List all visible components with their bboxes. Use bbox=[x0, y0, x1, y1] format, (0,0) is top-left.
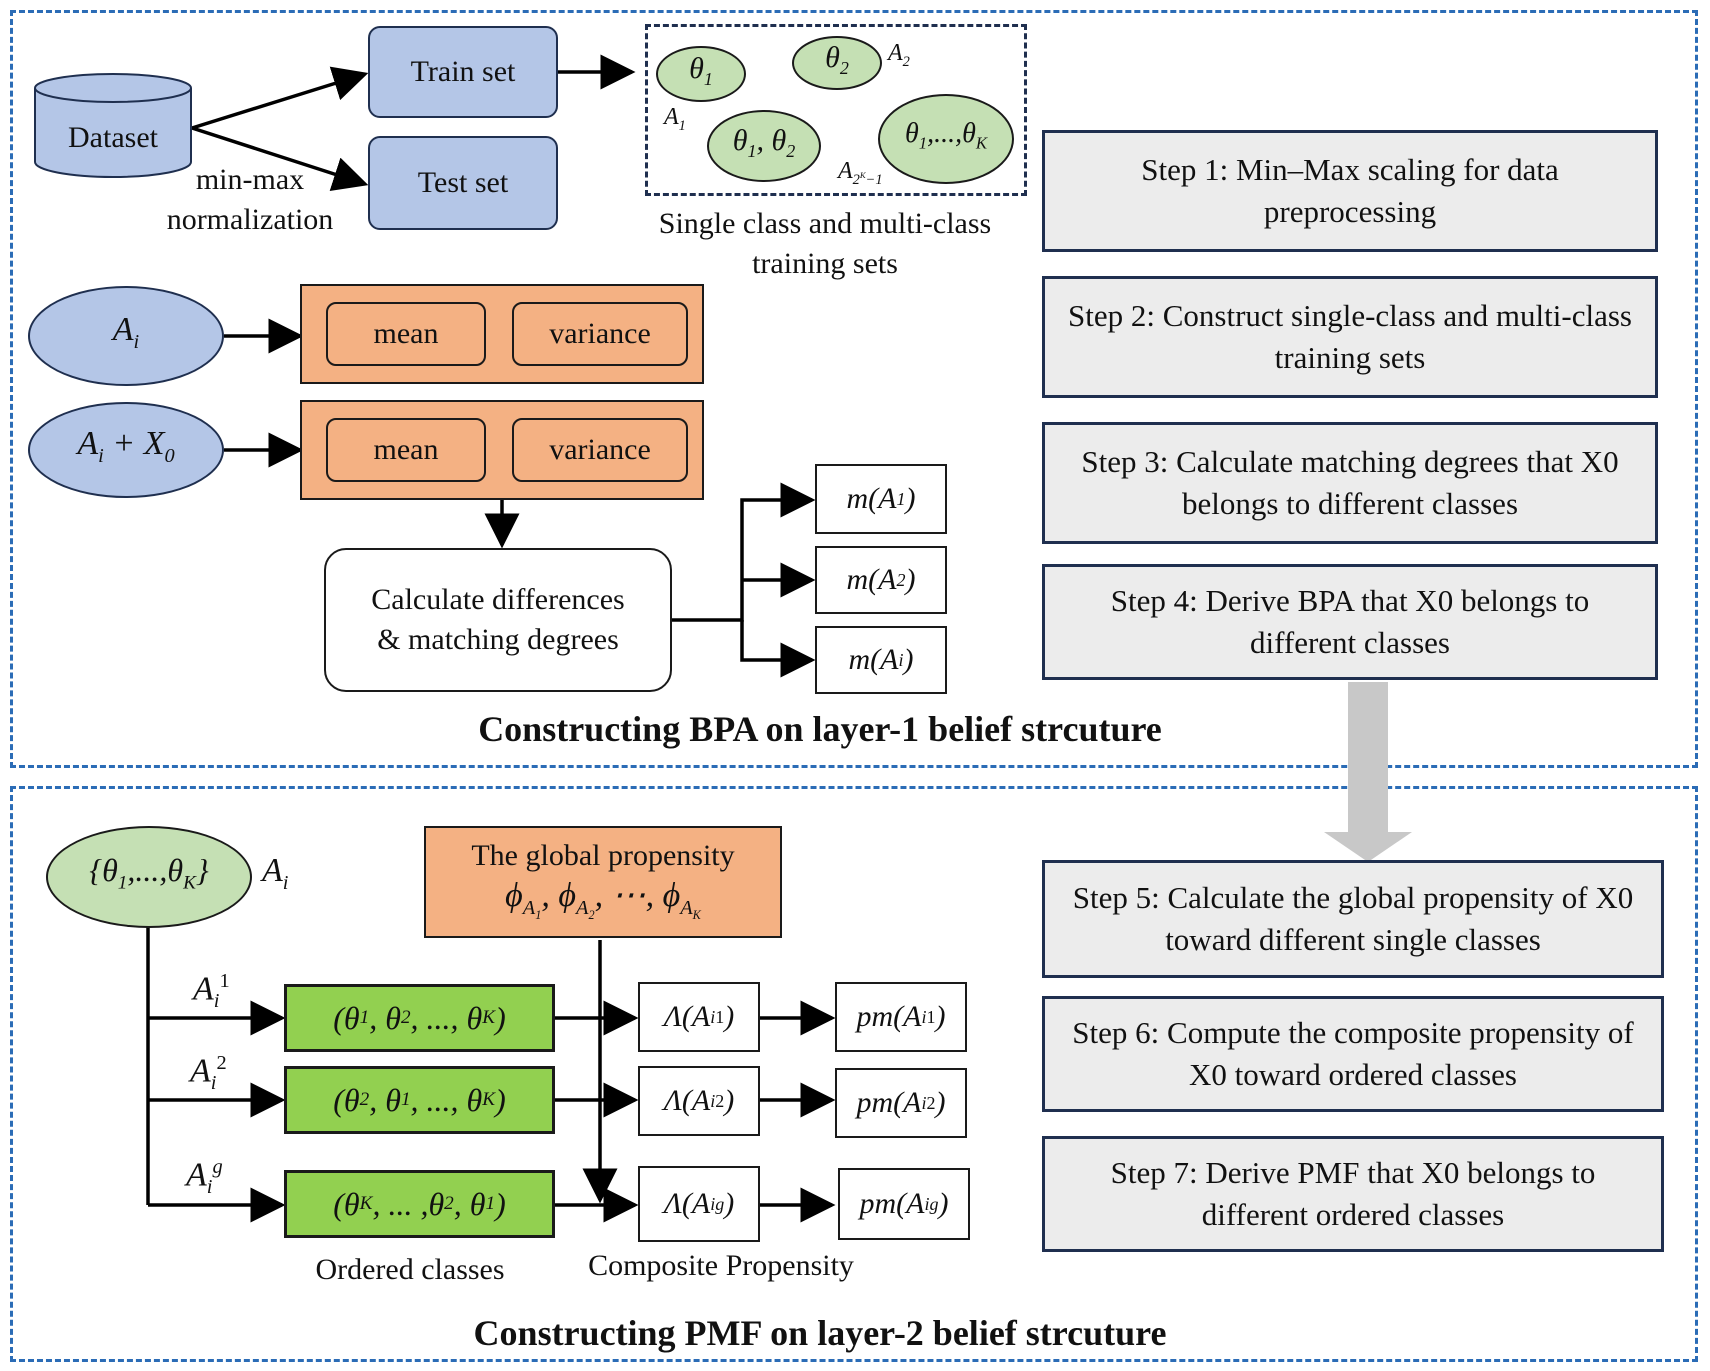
global-propensity-box: The global propensity ϕA1, ϕA2, ⋯, ϕAK bbox=[424, 826, 782, 938]
test-set-box: Test set bbox=[368, 136, 558, 230]
set-label-a1: A1 bbox=[664, 104, 686, 134]
composite-propensity-caption: Composite Propensity bbox=[588, 1249, 854, 1282]
branch-label-2: Ai2 bbox=[190, 1052, 227, 1095]
class-ellipse-theta1: θ1 bbox=[656, 46, 746, 102]
step-6-box: Step 6: Compute the composite propensity… bbox=[1042, 996, 1664, 1112]
dataset-cylinder bbox=[34, 73, 192, 178]
step-7-box: Step 7: Derive PMF that X0 belongs to di… bbox=[1042, 1136, 1664, 1252]
step-4-box: Step 4: Derive BPA that X0 belongs to di… bbox=[1042, 564, 1658, 680]
layer1-title: Constructing BPA on layer-1 belief strcu… bbox=[478, 709, 1162, 749]
branch-label-g: Aig bbox=[186, 1156, 223, 1199]
ordered-classes-caption: Ordered classes bbox=[315, 1253, 505, 1286]
train-set-box: Train set bbox=[368, 26, 558, 118]
variance-box-2: variance bbox=[512, 418, 688, 482]
set-label-a2k: A2K−1 bbox=[838, 158, 883, 188]
class-ellipse-all: θ1,...,θK bbox=[878, 94, 1014, 184]
step-2-box: Step 2: Construct single-class and multi… bbox=[1042, 276, 1658, 398]
dataset-label: Dataset bbox=[68, 121, 158, 154]
step-1-box: Step 1: Min–Max scaling for data preproc… bbox=[1042, 130, 1658, 252]
ellipse-ai: Ai bbox=[28, 286, 224, 386]
training-sets-box bbox=[645, 24, 1027, 196]
class-ellipse-theta2: θ2 bbox=[792, 36, 882, 90]
set-label-ai: Ai bbox=[262, 852, 289, 894]
mean-box-2: mean bbox=[326, 418, 486, 482]
layer1-panel bbox=[10, 10, 1698, 768]
global-propensity-formula: ϕA1, ϕA2, ⋯, ϕAK bbox=[505, 877, 701, 922]
step-3-box: Step 3: Calculate matching degrees that … bbox=[1042, 422, 1658, 544]
layer2-title: Constructing PMF on layer-2 belief strcu… bbox=[473, 1313, 1167, 1353]
class-set-ellipse: {θ1,...,θK} bbox=[46, 826, 252, 928]
branch-label-1: Ai1 bbox=[193, 970, 230, 1013]
step-5-box: Step 5: Calculate the global propensity … bbox=[1042, 860, 1664, 978]
global-propensity-title: The global propensity bbox=[471, 839, 735, 872]
set-label-a2: A2 bbox=[888, 40, 910, 70]
normalization-label: min-max normalization bbox=[166, 163, 334, 236]
training-sets-caption: Single class and multi-class training se… bbox=[658, 207, 992, 280]
variance-box-1: variance bbox=[512, 302, 688, 366]
mean-box-1: mean bbox=[326, 302, 486, 366]
ellipse-ai-plus-x0: Ai + X0 bbox=[28, 402, 224, 498]
calculate-box: Calculate differences & matching degrees bbox=[324, 548, 672, 692]
class-ellipse-theta1-theta2: θ1, θ2 bbox=[707, 110, 821, 182]
layer2-panel bbox=[10, 786, 1698, 1362]
